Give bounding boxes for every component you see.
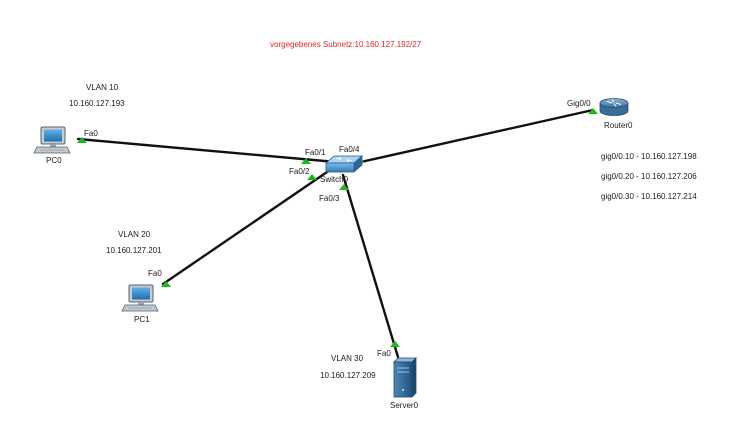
port-status-switch-fa01 — [301, 158, 311, 164]
router-icon — [599, 98, 629, 116]
device-switch0[interactable]: Switch0 — [320, 155, 364, 184]
vlan10-label: VLAN 10 — [86, 83, 119, 92]
pc1-name: PC1 — [134, 315, 150, 324]
vlan20-ip: 10.160.127.201 — [106, 246, 162, 255]
device-pc0[interactable]: PC0 — [33, 126, 71, 165]
router-subinterface-30: gig0/0.30 - 10.160.127.214 — [601, 192, 697, 201]
device-server0[interactable]: Server0 — [390, 357, 419, 410]
router-subinterface-20: gig0/0.20 - 10.160.127.206 — [601, 172, 697, 181]
router0-name: Router0 — [604, 121, 633, 130]
vlan30-label: VLAN 30 — [331, 354, 364, 363]
link-switch0-server0[interactable] — [341, 173, 400, 359]
port-label-pc0-fa0: Fa0 — [84, 129, 98, 138]
port-status-pc1 — [161, 281, 171, 287]
port-status-router-gig00 — [588, 108, 598, 114]
port-status-pc0 — [77, 137, 87, 143]
pc-icon — [33, 126, 71, 154]
pc0-name: PC0 — [46, 156, 62, 165]
device-router0[interactable]: Router0 — [599, 98, 633, 131]
router-subinterface-10: gig0/0.10 - 10.160.127.198 — [601, 152, 697, 161]
device-pc1[interactable]: PC1 — [121, 284, 159, 324]
switch0-name: Switch0 — [320, 175, 349, 184]
port-label-switch-fa01: Fa0/1 — [305, 148, 326, 157]
port-label-switch-fa04: Fa0/4 — [339, 145, 360, 154]
port-label-pc1-fa0: Fa0 — [148, 269, 162, 278]
server-icon — [393, 357, 417, 398]
server0-name: Server0 — [390, 401, 419, 410]
port-label-server0-fa0: Fa0 — [377, 349, 391, 358]
switch-icon — [324, 155, 364, 173]
port-status-switch-fa03 — [339, 184, 349, 190]
vlan10-ip: 10.160.127.193 — [69, 99, 125, 108]
pc-icon — [121, 284, 159, 312]
subnet-note: vorgegebenes Subnetz:10.160.127.192/27 — [270, 40, 422, 49]
link-pc1-switch0[interactable] — [161, 168, 332, 286]
link-switch0-router0[interactable] — [350, 108, 595, 166]
port-status-server0 — [390, 341, 400, 347]
link-pc0-switch0[interactable] — [76, 137, 338, 164]
vlan20-label: VLAN 20 — [118, 230, 151, 239]
port-status-switch-fa02 — [307, 174, 317, 180]
vlan30-ip: 10.160.127.209 — [320, 371, 376, 380]
port-label-router-gig00: Gig0/0 — [567, 99, 591, 108]
port-label-switch-fa03: Fa0/3 — [319, 194, 340, 203]
port-label-switch-fa02: Fa0/2 — [289, 167, 310, 176]
